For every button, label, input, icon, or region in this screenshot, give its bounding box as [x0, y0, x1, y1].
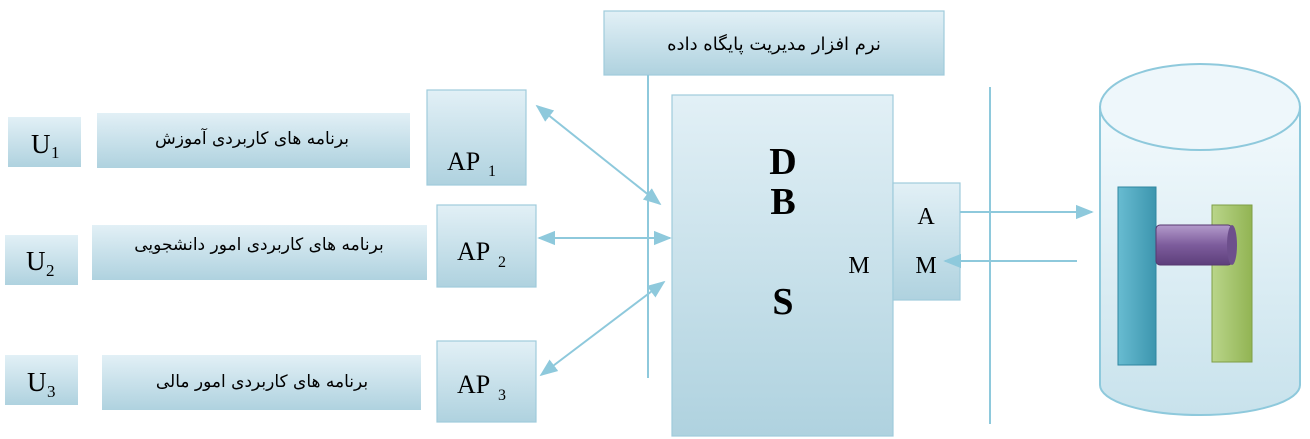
ap-box-2: AP 2: [436, 204, 537, 288]
am-letter-a: A: [917, 204, 935, 230]
user-subscript: 2: [46, 261, 55, 280]
ap-box-3: AP 3: [436, 340, 537, 423]
dbms-header-label: نرم افزار مدیریت پایگاه داده: [667, 33, 881, 55]
user-box-2: U 2: [5, 235, 78, 285]
dbms-letter-m: M: [848, 253, 869, 279]
arrow-ap1-dbms: [535, 104, 662, 206]
ap-letters: AP: [457, 237, 490, 266]
dbms-letter-b: B: [770, 181, 795, 223]
user-letter: U: [31, 129, 51, 159]
am-letter-m: M: [915, 253, 936, 279]
application-box-2: برنامه های کاربردی امور دانشجویی: [92, 225, 427, 280]
access-method-box: A M: [892, 182, 961, 301]
user-subscript: 1: [51, 143, 60, 162]
dbms-header-box: نرم افزار مدیریت پایگاه داده: [603, 10, 945, 76]
application-box-3: برنامه های کاربردی امور مالی: [102, 355, 421, 410]
application-box-1: برنامه های کاربردی آموزش: [97, 113, 410, 168]
ap-subscript: 1: [488, 163, 496, 180]
user-letter: U: [26, 246, 46, 276]
application-label: برنامه های کاربردی آموزش: [155, 127, 349, 149]
ap-box-1: AP 1: [426, 89, 527, 186]
user-box-3: U 3: [5, 355, 78, 405]
user-box-1: U 1: [8, 117, 81, 167]
ap-subscript: 3: [498, 387, 506, 404]
user-letter: U: [27, 367, 47, 397]
ap-letters: AP: [447, 147, 480, 176]
dbms-letter-d: D: [769, 141, 796, 183]
dbms-box: D B S M: [671, 94, 894, 437]
application-label: برنامه های کاربردی امور مالی: [156, 372, 368, 392]
arrow-ap3-dbms: [539, 280, 666, 377]
user-subscript: 3: [47, 382, 56, 401]
dbms-letter-s: S: [772, 281, 793, 323]
ap-letters: AP: [457, 370, 490, 399]
database-cylinder-icon: [1099, 63, 1301, 416]
ap-subscript: 2: [498, 254, 506, 271]
application-label: برنامه های کاربردی امور دانشجویی: [134, 235, 383, 255]
